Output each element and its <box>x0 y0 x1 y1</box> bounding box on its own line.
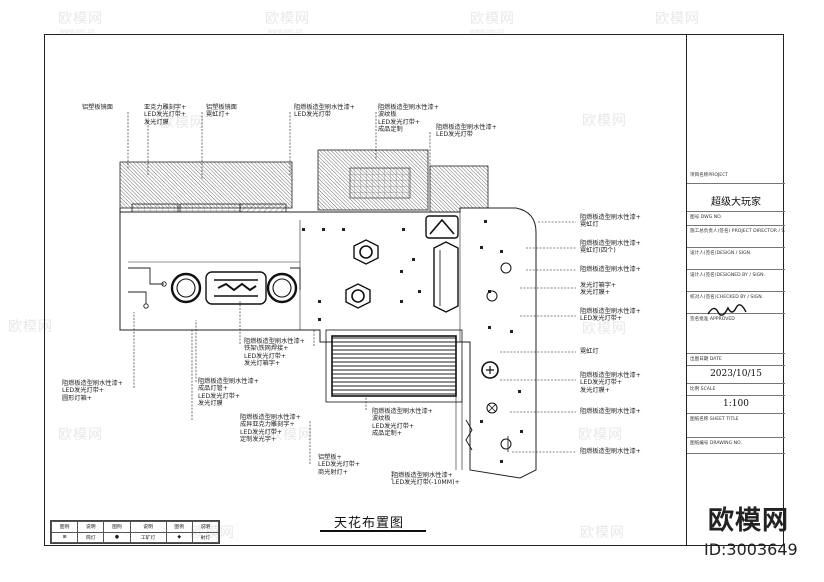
callout-label: 阻燃板造型刷水性漆+ 霓虹灯 <box>580 214 641 229</box>
watermark-url: www.om.cn <box>268 28 303 35</box>
callout-label: 阻燃板造型刷水性漆+ LED发光灯带+ <box>580 308 641 323</box>
drawing-sheet-border <box>44 34 784 546</box>
legend-desc: 筒灯 <box>77 531 105 543</box>
designer-signature <box>707 304 747 316</box>
legend-symbol: ● <box>103 531 131 543</box>
circuit-trace-decoration <box>128 267 301 309</box>
title-block: 项目名称PROJECT 超级大玩家 图号 DWG NO. 施工总负责人(签名) … <box>686 34 785 546</box>
tb-dwg-no: 图号 DWG NO. <box>687 212 785 226</box>
callout-label: 阻燃板造型刷水性漆+ LED发光灯带 <box>436 124 497 139</box>
watermark-text: 欧模网 <box>580 525 625 541</box>
tb-date-label: 出图日期 DATE <box>687 354 785 366</box>
legend-desc: 射灯 <box>191 531 220 543</box>
tb-drawing-no: 图纸编号 DRAWING NO. <box>687 438 785 454</box>
watermark-text: 欧模网 <box>268 427 313 443</box>
legend-header-cell: 说明 <box>191 521 220 533</box>
callout-label: 阻燃板造型刷水性漆+ LED发光灯带(-10MM)+ <box>392 472 460 487</box>
watermark-text: 欧模网 <box>582 321 627 337</box>
tb-designer: 设计人(签名)DESIGN / SIGN. <box>687 248 785 270</box>
callout-label: 铝塑板镜面 霓虹灯+ <box>206 104 237 119</box>
tb-checked-by: 校对人(签名)CHECKED BY / SIGN. <box>687 292 785 314</box>
brand-watermark: 欧模网 <box>708 506 790 536</box>
main-ceiling-outline <box>119 207 537 479</box>
callout-label: 阻燃板造型刷水性漆+ 波纹板 LED发光灯带+ 成品定制 <box>378 104 439 134</box>
legend-table: 图例 说明 图例 说明 图例 说明 ⊞ 筒灯 ● 工矿灯 ◆ 射灯 <box>50 520 220 544</box>
watermark-text: 欧模网 <box>265 11 310 27</box>
legend-header-cell: 说明 <box>129 521 167 533</box>
leader-lines-right <box>500 221 576 453</box>
neon-logo-fixture <box>425 215 459 239</box>
callout-label: 铝塑板镜面 <box>82 104 113 111</box>
legend-symbol: ◆ <box>165 531 193 543</box>
tb-project-label: 项目名称PROJECT <box>687 170 785 184</box>
callout-label: 铝塑板+ LED发光灯带+ 商光射灯+ <box>318 454 361 476</box>
callout-label: 阻燃板造型刷水性漆+ LED发光灯带+ 发光灯膜+ <box>580 372 641 394</box>
watermark-text: 欧模网 <box>8 319 53 335</box>
brand-id: ID:3003649 <box>704 540 798 559</box>
watermark-text: 欧模网 <box>58 11 103 27</box>
watermark-text: 欧模网 <box>578 427 623 443</box>
callout-label: 阻燃板造型刷水性漆+ <box>580 266 641 273</box>
legend-header-cell: 图例 <box>103 521 131 533</box>
tb-scale-label: 比例 SCALE <box>687 384 785 396</box>
watermark-url: www.om.cn <box>60 28 95 35</box>
watermark-text: 欧模网 <box>582 113 627 129</box>
tb-scale-value: 1:100 <box>687 396 785 414</box>
hexagon-lamps <box>345 239 459 313</box>
leader-lines <box>127 112 431 480</box>
tb-designed-by: 设计人(签名)DESIGNED BY / SIGN. <box>687 270 785 292</box>
round-lamp-fixtures <box>170 272 298 304</box>
callout-label: 亚克力雕刻字+ LED发光灯带+ 发光灯膜 <box>144 104 187 126</box>
callout-label: 阻燃板造型刷水性漆+ 波纹板 LED发光灯带+ 成品定制+ <box>372 408 433 438</box>
watermark-url: www.om.cn <box>470 28 505 35</box>
legend-header-cell: 图例 <box>165 521 193 533</box>
wave-panel-area <box>325 329 463 403</box>
callout-label: 阻燃板造型刷水性漆+ <box>580 448 641 455</box>
legend-header-row: 图例 说明 图例 说明 图例 说明 <box>50 521 220 533</box>
title-underline <box>320 530 426 532</box>
callout-label: 阻燃板造型刷水性漆+ 成异亚克力雕刻字+ LED发光灯带+ 定制发光字+ <box>240 414 301 444</box>
legend-desc: 工矿灯 <box>129 531 167 543</box>
legend-header-cell: 说明 <box>77 521 105 533</box>
callout-label: 阻燃板造型刷水性漆+ 铁架\铁网焊接+ LED发光灯带+ 发光灯箱字+ <box>244 338 305 368</box>
watermark-text: 欧模网 <box>470 11 515 27</box>
callout-label: 阻燃板造型刷水性漆+ <box>580 408 641 415</box>
tb-director: 施工总负责人(签名) PROJECT DIRECTOR / SANC <box>687 226 785 248</box>
drawing-title: 天花布置图 <box>334 516 405 531</box>
tb-project-name: 超级大玩家 <box>687 184 785 212</box>
legend-value-row: ⊞ 筒灯 ● 工矿灯 ◆ 射灯 <box>50 531 220 543</box>
watermark-text: 欧模网 <box>58 427 103 443</box>
callout-label: 霓虹灯 <box>580 348 599 355</box>
tb-date-value: 2023/10/15 <box>687 366 785 384</box>
watermark-text: 欧模网 <box>655 11 700 27</box>
callout-label: 阻燃板造型刷水性漆+ LED发光灯带+ 圆形灯箱+ <box>62 380 123 402</box>
callout-label: 发光灯箱字+ 发光灯膜+ <box>580 282 617 297</box>
right-column-decor <box>461 262 512 470</box>
legend-symbol: ⊞ <box>50 531 79 543</box>
watermark-text: 欧模网 <box>160 115 205 131</box>
callout-label: 阻燃板造型刷水性漆+ LED发光灯带 <box>294 104 355 119</box>
logo-light-box <box>205 271 267 305</box>
callout-label: 阻燃板造型刷水性漆+ 霓虹灯(四个) <box>580 240 641 255</box>
tb-approved: 签名批准 APPROVED <box>687 314 785 354</box>
legend-header-cell: 图例 <box>50 521 79 533</box>
callout-label: 阻燃板造型刷水性漆+ 成品灯管+ LED发光灯带+ 发光灯膜 <box>198 378 259 408</box>
tb-sheet-title: 图纸名称 SHEET TITLE <box>687 414 785 438</box>
